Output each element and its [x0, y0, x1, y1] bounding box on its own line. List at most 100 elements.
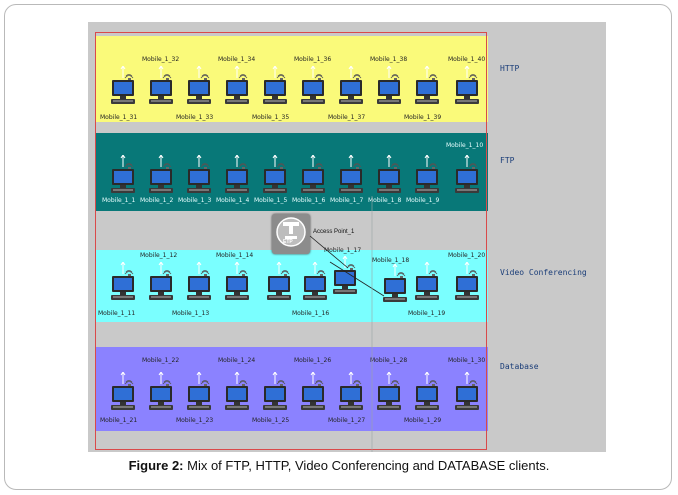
workstation-icon — [225, 155, 249, 193]
mobile-node[interactable] — [412, 155, 442, 197]
node-label: Mobile_1_3 — [178, 197, 212, 204]
mobile-node[interactable] — [336, 155, 366, 197]
mobile-node[interactable] — [260, 66, 290, 108]
mobile-node[interactable] — [298, 372, 328, 414]
mobile-node[interactable] — [452, 66, 482, 108]
node-label: Mobile_1_24 — [218, 357, 256, 364]
mobile-node[interactable] — [452, 372, 482, 414]
mobile-node[interactable] — [264, 262, 294, 304]
workstation-icon — [339, 372, 363, 410]
mobile-node[interactable] — [146, 262, 176, 304]
mobile-node[interactable] — [260, 155, 290, 197]
ftp-group-label: FTP — [500, 156, 515, 165]
node-label: Mobile_1_25 — [252, 417, 290, 424]
mobile-node[interactable] — [108, 372, 138, 414]
workstation-icon — [111, 155, 135, 193]
workstation-icon — [111, 372, 135, 410]
mobile-node[interactable] — [336, 372, 366, 414]
workstation-icon — [455, 262, 479, 300]
node-label: Mobile_1_32 — [142, 56, 180, 63]
node-label: Mobile_1_9 — [406, 197, 440, 204]
workstation-icon — [333, 256, 357, 294]
mobile-node[interactable] — [412, 66, 442, 108]
mobile-node[interactable] — [412, 372, 442, 414]
node-label: Mobile_1_4 — [216, 197, 250, 204]
workstation-icon — [415, 262, 439, 300]
node-label: Mobile_1_30 — [448, 357, 486, 364]
workstation-icon — [377, 372, 401, 410]
mobile-node[interactable] — [184, 66, 214, 108]
mobile-node[interactable] — [108, 155, 138, 197]
node-label: Mobile_1_33 — [176, 114, 214, 121]
mobile-node[interactable] — [108, 262, 138, 304]
node-label: Mobile_1_10 — [446, 142, 484, 149]
workstation-icon — [187, 66, 211, 104]
http-group-label: HTTP — [500, 64, 520, 73]
workstation-icon — [455, 66, 479, 104]
mobile-node[interactable] — [222, 372, 252, 414]
node-label: Mobile_1_14 — [216, 252, 254, 259]
node-label: Mobile_1_17 — [324, 247, 362, 254]
mobile-node[interactable] — [146, 372, 176, 414]
caption-text: Mix of FTP, HTTP, Video Conferencing and… — [183, 458, 550, 473]
mobile-node[interactable] — [146, 155, 176, 197]
workstation-icon — [301, 155, 325, 193]
workstation-icon — [415, 372, 439, 410]
mobile-node[interactable] — [146, 66, 176, 108]
figure-caption: Figure 2: Mix of FTP, HTTP, Video Confer… — [0, 458, 678, 473]
node-label: Mobile_1_2 — [140, 197, 174, 204]
node-label: Mobile_1_23 — [176, 417, 214, 424]
node-label: Mobile_1_36 — [294, 56, 332, 63]
mobile-node[interactable] — [452, 262, 482, 304]
node-label: Mobile_1_11 — [98, 310, 136, 317]
mobile-node[interactable] — [184, 372, 214, 414]
node-label: Mobile_1_6 — [292, 197, 326, 204]
workstation-icon — [303, 262, 327, 300]
node-label: Mobile_1_26 — [294, 357, 332, 364]
workstation-icon — [455, 372, 479, 410]
video-conferencing-group-label: Video Conferencing — [500, 268, 587, 277]
mobile-node[interactable] — [412, 262, 442, 304]
workstation-icon — [415, 155, 439, 193]
access-point[interactable]: ETP — [272, 214, 310, 254]
mobile-node[interactable] — [298, 66, 328, 108]
mobile-node[interactable] — [380, 264, 410, 306]
mobile-node[interactable] — [260, 372, 290, 414]
workstation-icon — [263, 155, 287, 193]
mobile-node[interactable] — [374, 372, 404, 414]
workstation-icon — [267, 262, 291, 300]
workstation-icon — [301, 372, 325, 410]
mobile-node[interactable] — [374, 155, 404, 197]
workstation-icon — [187, 262, 211, 300]
node-label: Mobile_1_29 — [404, 417, 442, 424]
workstation-icon — [415, 66, 439, 104]
mobile-node[interactable] — [330, 256, 360, 298]
mobile-node[interactable] — [184, 155, 214, 197]
mobile-node[interactable] — [300, 262, 330, 304]
node-label: Mobile_1_19 — [408, 310, 446, 317]
node-label: Mobile_1_31 — [100, 114, 138, 121]
caption-prefix: Figure 2: — [128, 458, 184, 473]
mobile-node[interactable] — [222, 66, 252, 108]
workstation-icon — [455, 155, 479, 193]
mobile-node[interactable] — [222, 262, 252, 304]
node-label: Mobile_1_8 — [368, 197, 402, 204]
mobile-node[interactable] — [452, 155, 482, 197]
mobile-node[interactable] — [108, 66, 138, 108]
mobile-node[interactable] — [298, 155, 328, 197]
workstation-icon — [149, 155, 173, 193]
node-label: Mobile_1_40 — [448, 56, 486, 63]
workstation-icon — [225, 66, 249, 104]
workstation-icon — [225, 372, 249, 410]
node-label: Mobile_1_34 — [218, 56, 256, 63]
workstation-icon — [225, 262, 249, 300]
node-label: Mobile_1_20 — [448, 252, 486, 259]
node-label: Mobile_1_22 — [142, 357, 180, 364]
mobile-node[interactable] — [184, 262, 214, 304]
mobile-node[interactable] — [222, 155, 252, 197]
mobile-node[interactable] — [336, 66, 366, 108]
mobile-node[interactable] — [374, 66, 404, 108]
node-label: Mobile_1_5 — [254, 197, 288, 204]
workstation-icon — [149, 66, 173, 104]
node-label: Mobile_1_7 — [330, 197, 364, 204]
